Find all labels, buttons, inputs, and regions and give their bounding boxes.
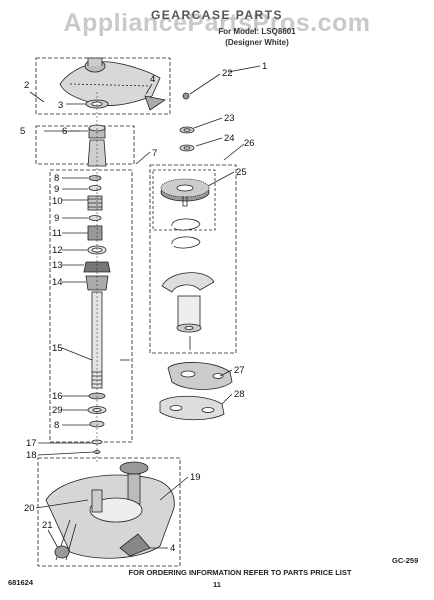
footer-right-code: GC-259 [392,556,419,565]
callout: 16 [52,391,63,402]
part-lever-27 [167,362,233,390]
callout: 1 [262,61,267,72]
group-box-gear-assembly [149,164,237,354]
diagram-title: GEARCASE PARTS [150,8,284,22]
callout: 27 [234,365,245,376]
part-14 [85,275,109,291]
footer-page-number: 11 [213,580,221,589]
part-clip-b [171,236,201,249]
callout: 3 [58,100,63,111]
callout: 13 [52,260,63,271]
callout: 5 [20,126,25,137]
callout: 12 [52,245,63,256]
callout: 19 [190,472,201,483]
callout: 10 [52,196,63,207]
group-box-cover [35,57,171,115]
part-21 [54,545,70,559]
gearcase-cover [59,57,167,111]
callout: 14 [52,277,63,288]
color-line: (Designer White) [225,38,289,47]
group-box-shaft [49,169,133,443]
callout: 21 [42,520,53,531]
callout: 8 [54,420,59,431]
part-lever-28 [159,395,225,421]
callout: 18 [26,450,37,461]
part-11 [87,225,103,241]
footer-ordering-note: FOR ORDERING INFORMATION REFER TO PARTS … [128,568,352,577]
part-washer-9b [88,215,102,221]
callout: 7 [152,148,157,159]
part-pinion-bracket [161,272,215,350]
callout: 4 [150,74,155,85]
callout: 26 [244,138,255,149]
model-line: For Model: LSQ8601 [218,27,296,36]
group-box-gearcase [37,457,181,567]
part-clip-a [171,218,201,231]
footer-left-code: 681624 [8,578,34,587]
callout: 20 [24,503,35,514]
callout: 15 [52,343,63,354]
part-20 [91,489,103,513]
callout: 6 [62,126,67,137]
callout: 23 [224,113,235,124]
callout: 24 [224,133,235,144]
callout: 28 [234,389,245,400]
callout: 11 [52,228,62,239]
part-screw-22 [182,92,190,100]
callout: 8 [54,173,59,184]
part-washer-9 [88,185,102,191]
part-13 [83,261,111,273]
callout: 2 [24,80,29,91]
callout: 17 [26,438,37,449]
callout: 9 [54,213,59,224]
gearcase-housing [45,461,175,561]
part-ring-8 [88,175,102,181]
callout: 22 [222,68,233,79]
watermark: AppliancePartsPros.com [63,9,371,37]
callout: 9 [54,184,59,195]
part-gear-25 [160,178,210,207]
callout: 4 [170,543,175,554]
callout: 29 [52,405,63,416]
callout: 25 [236,167,247,178]
group-box-seal [35,125,135,165]
